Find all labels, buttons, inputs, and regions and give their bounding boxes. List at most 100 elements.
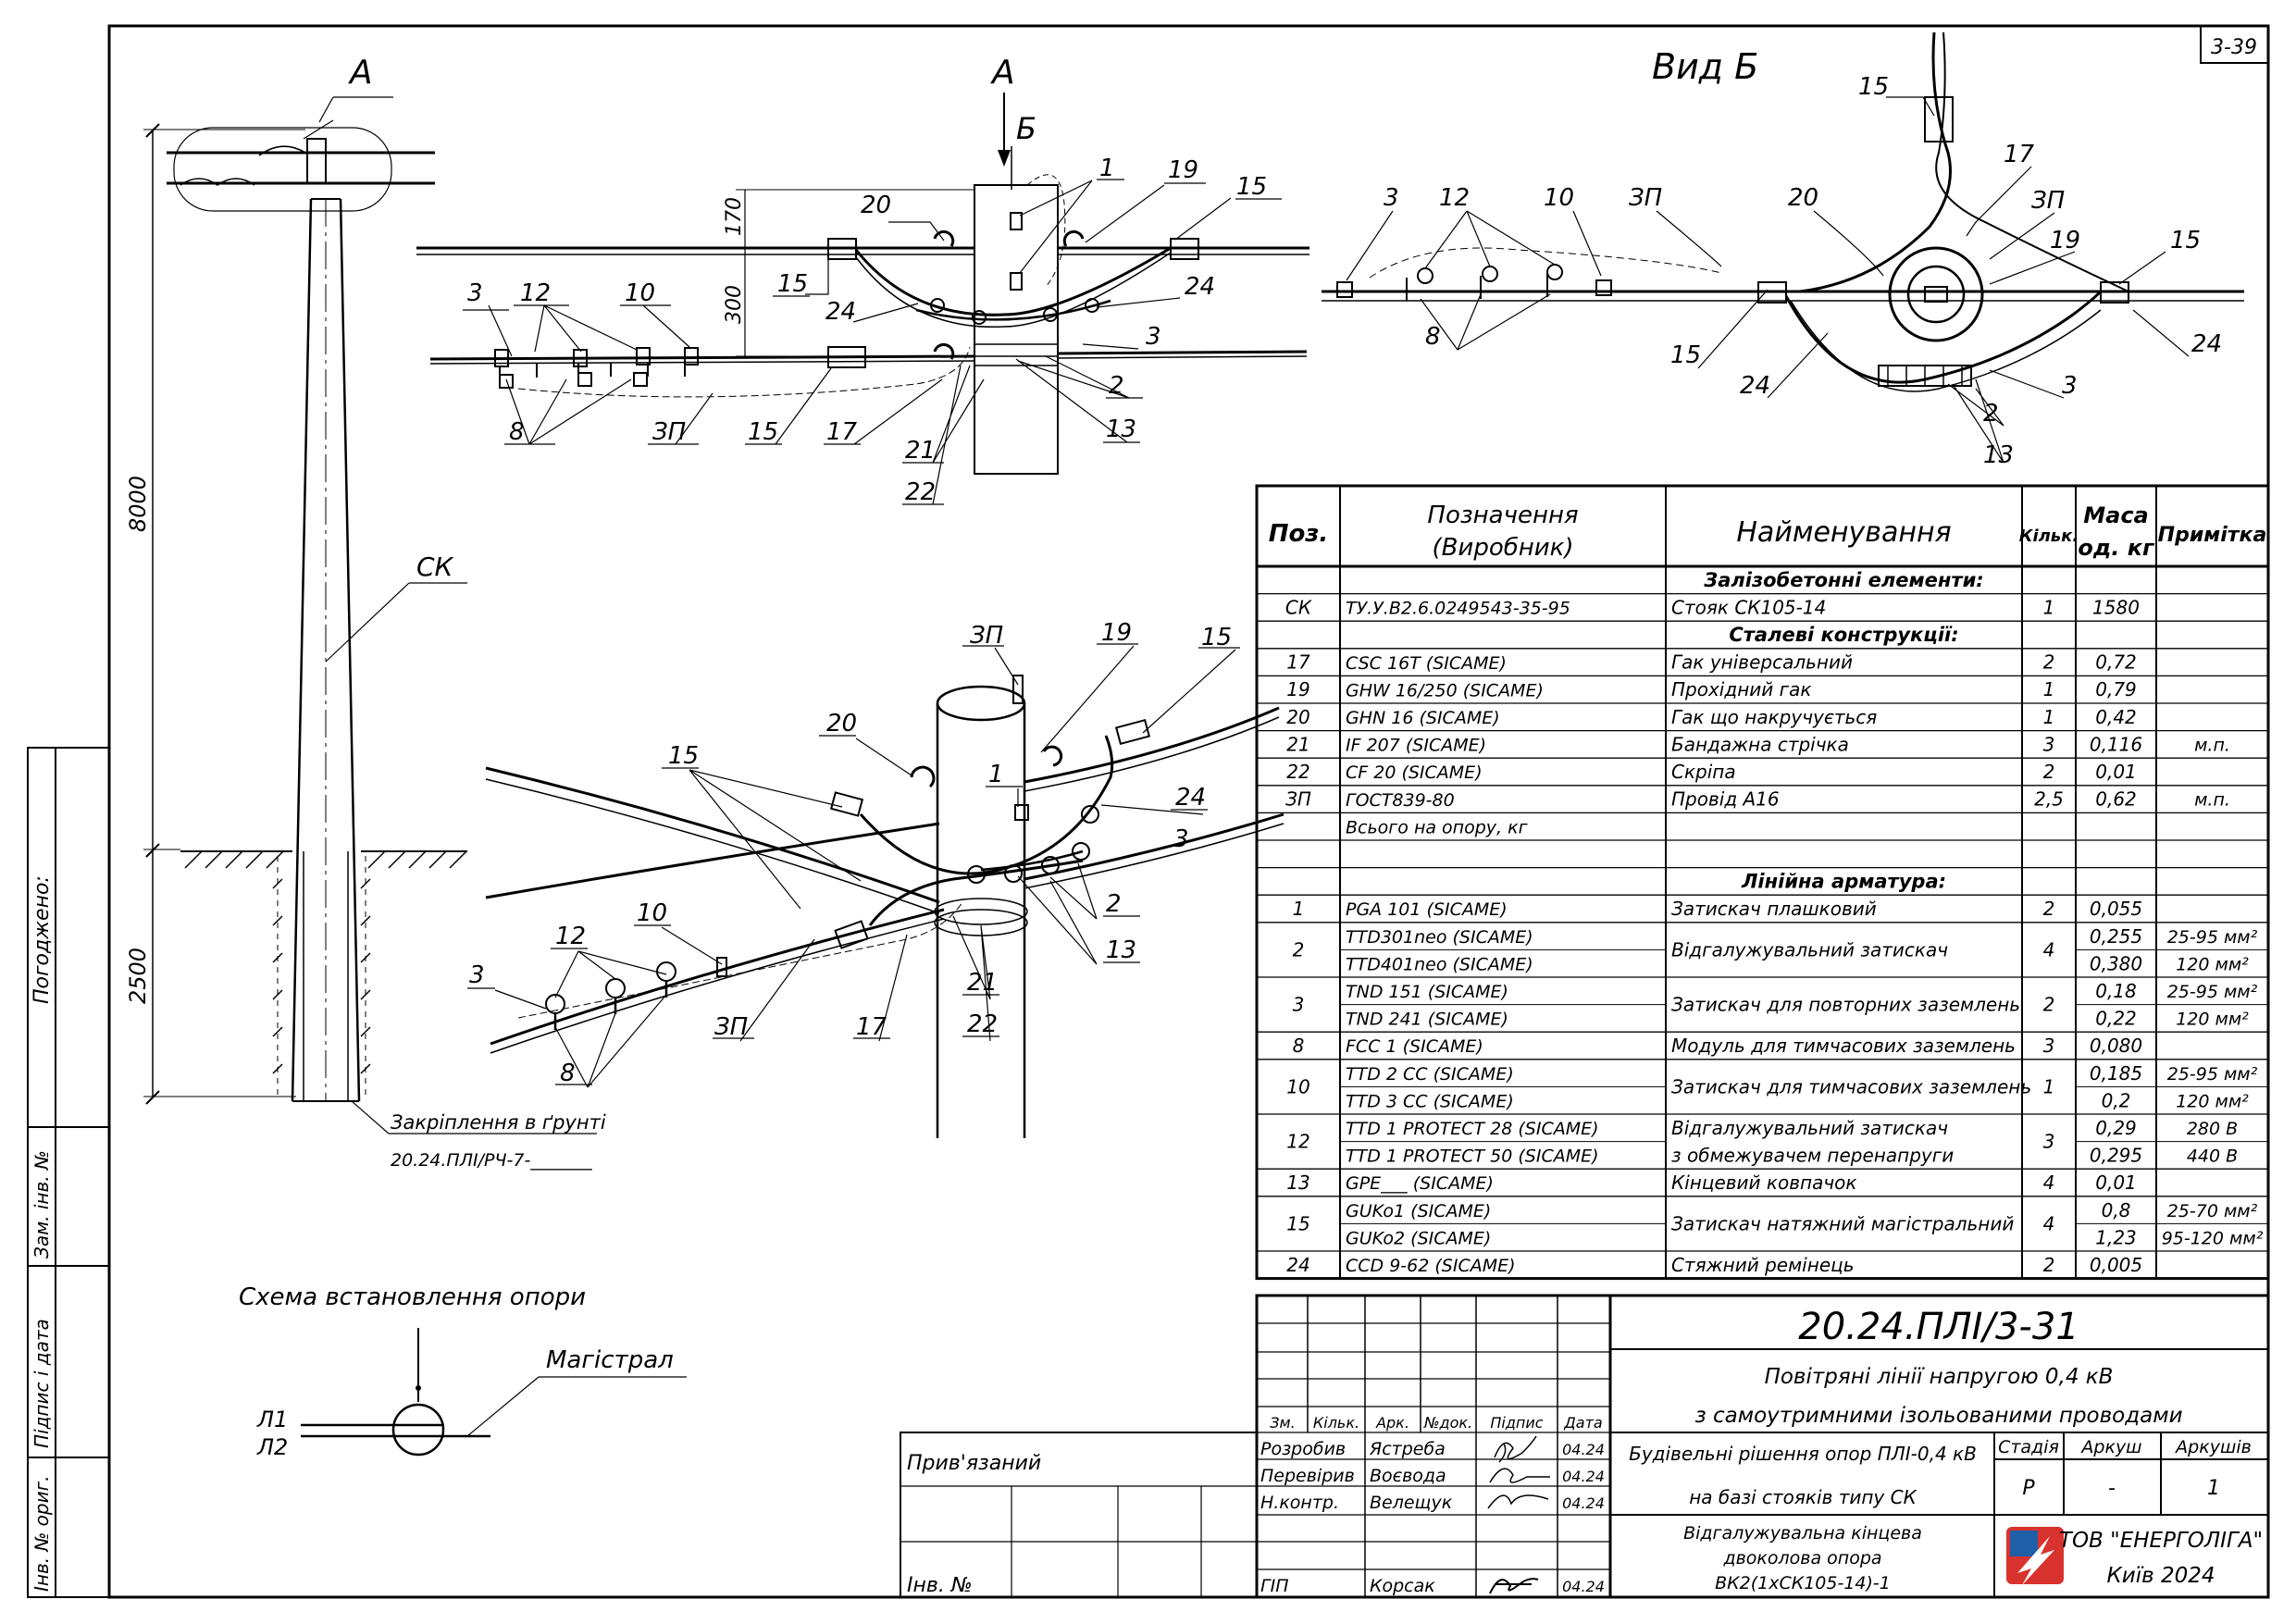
callout-iso-3a: 3 (1173, 825, 1189, 853)
callout-iso-10: 10 (637, 899, 667, 927)
table-cell-mass: 0,255 (2090, 925, 2142, 948)
table-cell-qty: 4 (2043, 938, 2055, 961)
table-cell-mass: 0,055 (2090, 898, 2142, 920)
table-cell-mass: 1,23 (2095, 1226, 2137, 1248)
callout-b-3b: 3 (2062, 372, 2078, 400)
element-line-1: Відгалужувальна кінцева (1683, 1523, 1922, 1543)
section-a-view: А Б (416, 54, 1309, 506)
table-cell-pos: ЗП (1285, 788, 1311, 811)
table-head-designation-sub: (Виробник) (1432, 534, 1573, 562)
table-cell-mass: 0,01 (2095, 1172, 2137, 1194)
table-cell-name: Стяжний ремінець (1671, 1254, 1855, 1276)
callout-top-17: 17 (826, 418, 858, 446)
stage-head: Стадія (1998, 1437, 2059, 1457)
table-head-name: Найменування (1736, 516, 1951, 549)
table-cell-name: Модуль для тимчасових заземлень (1671, 1035, 2016, 1057)
element-line-2: двоколова опора (1722, 1548, 1881, 1568)
tb-head-ark: Арк. (1375, 1414, 1409, 1432)
table-cell-designation: CSC 16T (SICAME) (1346, 653, 1507, 674)
table-section-title: Лінійна арматура: (1741, 871, 1946, 893)
table-cell-name: з обмежувачем перенапруги (1671, 1145, 1954, 1167)
callout-iso-12: 12 (555, 923, 586, 950)
table-cell-name: Затискач натяжний магістральний (1671, 1212, 2014, 1234)
ground-ref: 20.24.ПЛІ/РЧ-7-_______ (391, 1150, 592, 1171)
table-cell-name: Прохідний гак (1671, 678, 1811, 700)
table-cell-mass: 0,380 (2090, 952, 2142, 974)
table-cell-mass: 0,29 (2095, 1117, 2137, 1139)
callout-iso-zp2: ЗП (714, 1013, 748, 1041)
title-block: Прив'язаний Інв. № Зм. Кільк. Арк. №док.… (900, 1294, 2270, 1599)
table-cell-pos: 24 (1286, 1254, 1309, 1276)
table-cell-designation: PGA 101 (SICAME) (1346, 899, 1508, 920)
table-cell-pos: 19 (1286, 678, 1309, 700)
table-cell-mass: 0,72 (2095, 651, 2137, 674)
table-cell-pos: 8 (1293, 1035, 1305, 1057)
table-cell-mass: 1580 (2092, 596, 2140, 618)
dim-2500: 2500 (125, 948, 151, 1004)
callout-top-15a: 15 (1236, 173, 1267, 201)
callout-iso-2: 2 (1106, 890, 1122, 918)
dim-8000: 8000 (125, 476, 151, 532)
table-cell-qty: 3 (2043, 1035, 2055, 1057)
table-cell-name: Відгалужувальний затискач (1671, 938, 1948, 961)
table-cell-qty: 1 (2043, 596, 2055, 618)
callout-iso-15b: 15 (668, 742, 699, 770)
table-cell-designation: FCC 1 (SICAME) (1346, 1036, 1483, 1057)
table-cell-mass: 0,22 (2095, 1008, 2137, 1030)
left-strip: Погоджено: Зам. інв. № Підпис і дата Інв… (27, 747, 110, 1598)
table-cell-note: 25-70 мм² (2167, 1201, 2258, 1221)
callout-b-20: 20 (1788, 184, 1818, 212)
table-head-mass-sub: од. кг (2078, 535, 2155, 561)
table-border (1255, 484, 2270, 1281)
callout-top-13: 13 (1106, 415, 1136, 443)
pole-elevation: А 8000 2500 СК Закріплення в ґрунті 20.2… (125, 54, 606, 1171)
table-cell-designation: TND 151 (SICAME) (1346, 982, 1508, 1002)
callout-iso-8: 8 (560, 1060, 576, 1087)
callout-b-24b: 24 (2191, 330, 2222, 358)
table-cell-mass: 0,005 (2090, 1254, 2142, 1276)
table-cell-qty: 1 (2043, 706, 2055, 728)
callout-iso-15a: 15 (1201, 624, 1232, 651)
tb-head-date: Дата (1563, 1414, 1602, 1432)
table-cell-note: 25-95 мм² (2167, 927, 2258, 948)
city-year: Київ 2024 (2106, 1564, 2215, 1588)
person-name-1: Ястреба (1369, 1439, 1446, 1459)
table-cell-designation: GHW 16/250 (SICAME) (1346, 680, 1544, 700)
table-section-title: Залізобетонні елементи: (1703, 569, 1983, 591)
callout-b-zp2: ЗП (1629, 184, 1662, 212)
callout-b-17: 17 (2004, 141, 2035, 168)
table-head-pos: Поз. (1269, 520, 1329, 548)
table-cell-note: 440 В (2187, 1147, 2238, 1167)
table-cell-mass: 0,42 (2095, 706, 2137, 728)
table-cell-pos: 10 (1286, 1075, 1309, 1097)
table-cell-designation: TTD 3 CC (SICAME) (1346, 1091, 1514, 1111)
sheet-code-box (2200, 25, 2269, 64)
person-date-3: 04.24 (1562, 1494, 1605, 1512)
callout-iso-20: 20 (826, 710, 857, 738)
iso-view: ЗП 19 15 20 15 1 24 3 2 13 12 10 3 ЗП 17… (467, 619, 1285, 1138)
title-line-1: Повітряні лінії напругою 0,4 кВ (1765, 1365, 2114, 1389)
table-cell-qty: 2 (2043, 761, 2055, 783)
callout-iso-17: 17 (856, 1013, 887, 1041)
table-cell-note: 25-95 мм² (2167, 1064, 2258, 1085)
table-cell-pos: 12 (1286, 1131, 1309, 1153)
callout-b-15b: 15 (2170, 227, 2201, 254)
callout-b-15a: 15 (1858, 73, 1889, 101)
subject-line-2: на базі стояків типу СК (1689, 1486, 1917, 1508)
callout-top-zp: ЗП (652, 418, 686, 446)
title-line-2: з самоутримними ізольованими проводами (1694, 1404, 2182, 1428)
table-cell-designation: ГОСТ839-80 (1346, 790, 1455, 811)
tb-head-sign: Підпис (1490, 1414, 1543, 1432)
callout-iso-24: 24 (1175, 784, 1206, 812)
table-cell-qty: 1 (2043, 678, 2055, 700)
table-cell-note: 280 В (2187, 1119, 2238, 1139)
callout-b-12: 12 (1439, 184, 1470, 212)
table-cell-designation: IF 207 (SICAME) (1346, 736, 1486, 756)
callout-b-2: 2 (1983, 400, 1999, 428)
orig-inv-label: Інв. № ориг. (31, 1476, 53, 1592)
installation-scheme: Схема встановлення опори Магістрал Л1 Л2 (239, 1283, 687, 1460)
person-name-2: Воєвода (1370, 1466, 1446, 1486)
callout-b-3a: 3 (1384, 184, 1399, 212)
signature-4 (1489, 1578, 1539, 1594)
table-cell-pos: 1 (1293, 898, 1305, 920)
